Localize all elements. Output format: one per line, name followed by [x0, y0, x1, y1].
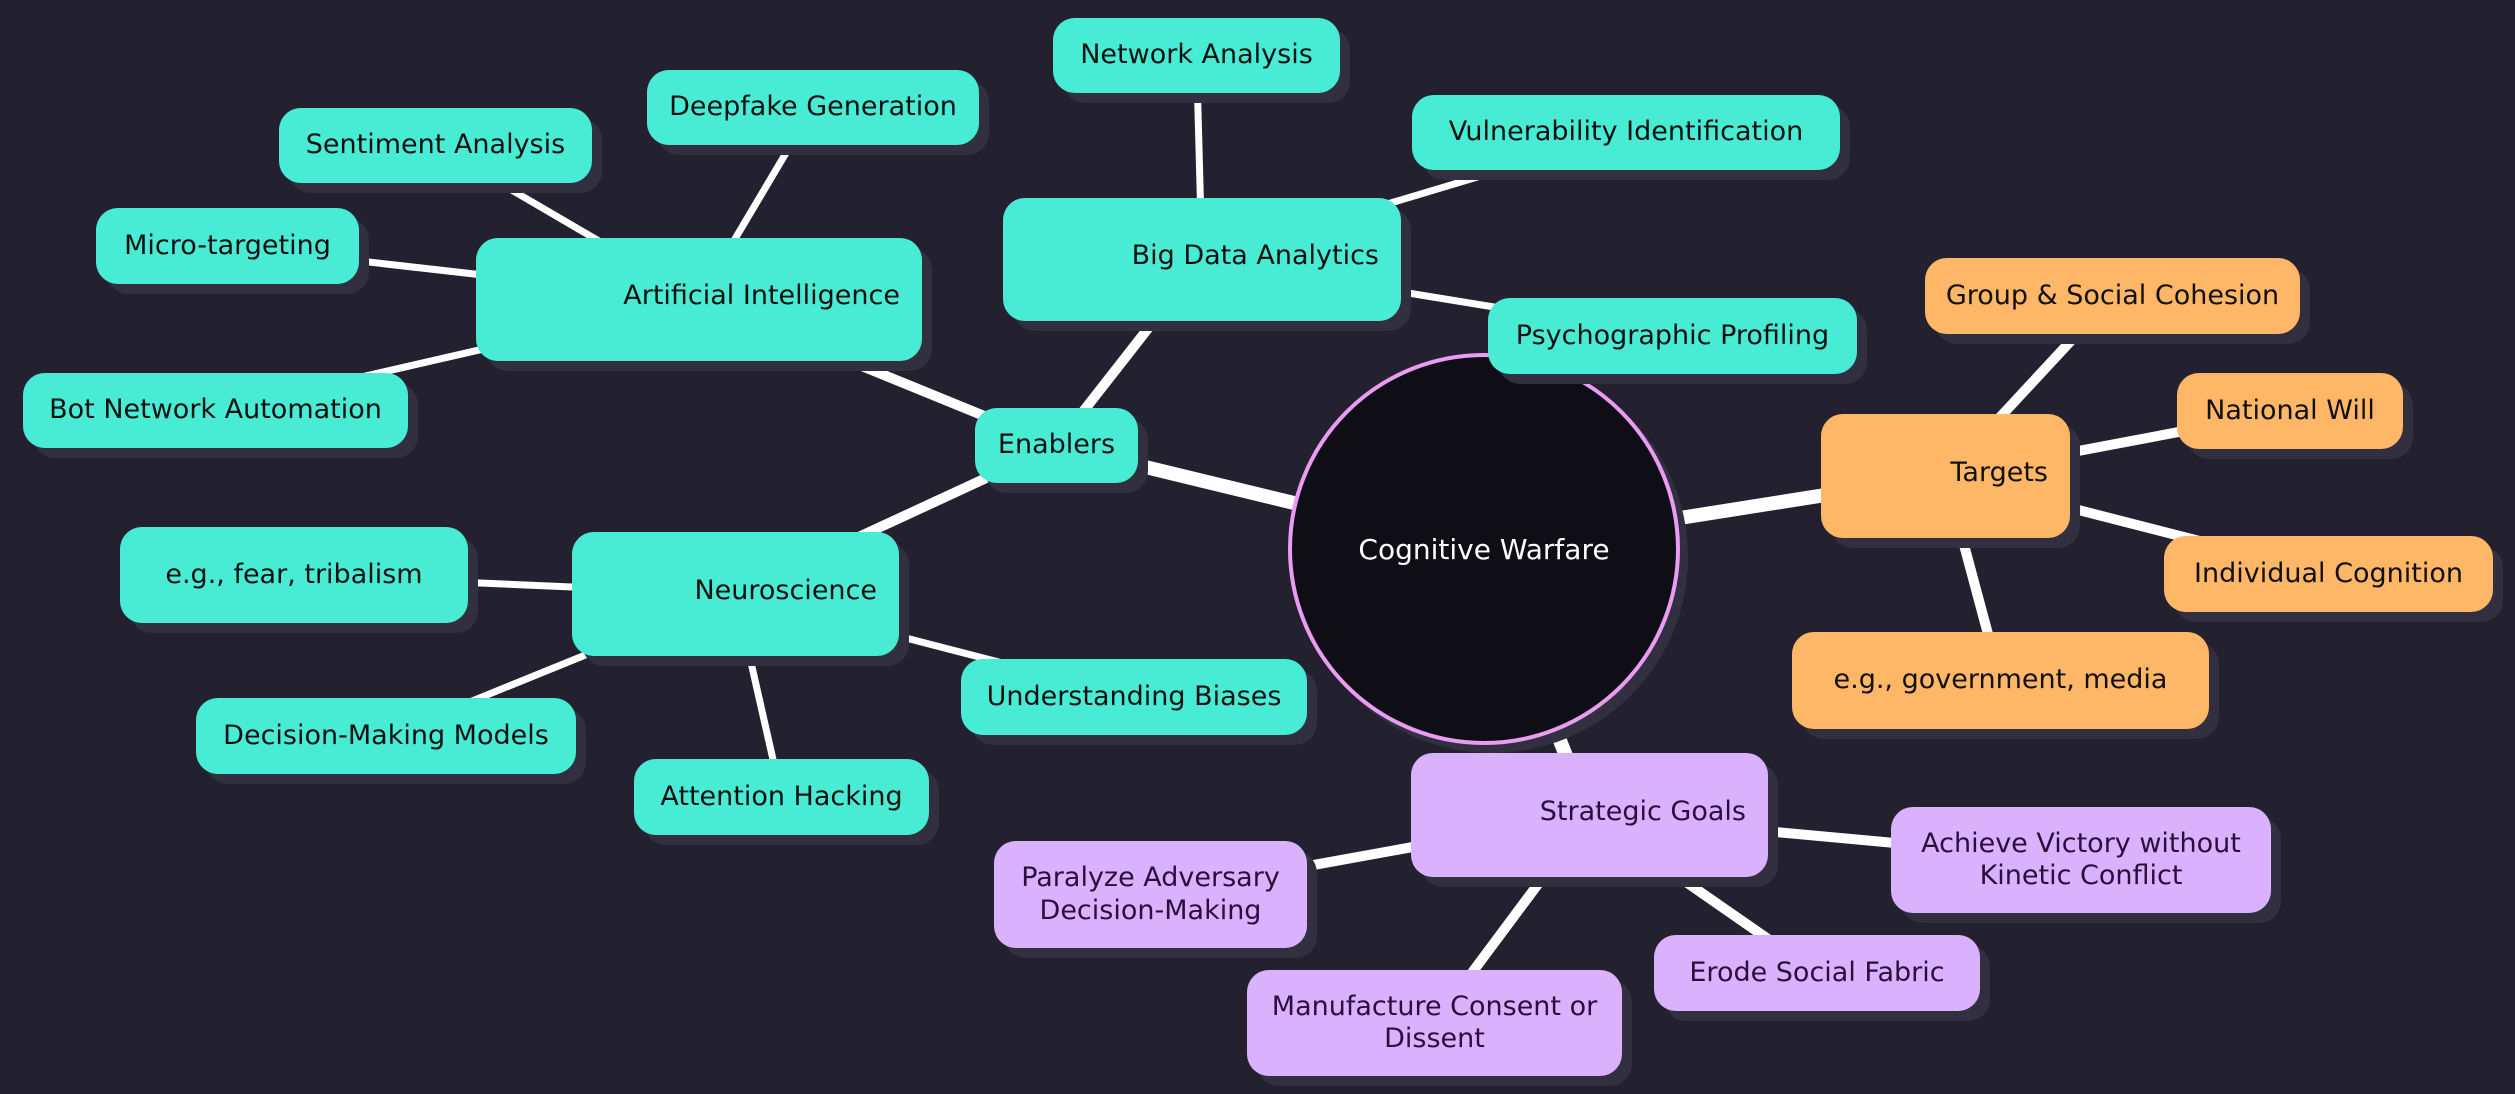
- root-label: Cognitive Warfare: [1358, 532, 1610, 566]
- node-targets[interactable]: Targets: [1821, 414, 2070, 538]
- node-understanding-biases[interactable]: Understanding Biases: [961, 659, 1307, 735]
- node-micro-targeting[interactable]: Micro-targeting: [96, 208, 359, 284]
- node-label: Attention Hacking: [660, 780, 903, 812]
- node-label: Group & Social Cohesion: [1945, 279, 2280, 311]
- node-label: Vulnerability Identification: [1448, 116, 1804, 148]
- node-group-social-cohesion[interactable]: Group & Social Cohesion: [1925, 258, 2300, 334]
- node-national-will[interactable]: National Will: [2177, 373, 2403, 449]
- node-strategic-goals[interactable]: Strategic Goals: [1411, 753, 1768, 877]
- node-label: Manufacture Consent or Dissent: [1271, 990, 1598, 1054]
- node-label: Micro-targeting: [124, 229, 331, 261]
- node-label: Targets: [1950, 456, 2048, 488]
- node-government-media[interactable]: e.g., government, media: [1792, 632, 2209, 729]
- node-label: Bot Network Automation: [49, 394, 382, 426]
- root-node-cognitive-warfare[interactable]: Cognitive Warfare: [1288, 353, 1680, 745]
- node-label: e.g., government, media: [1833, 664, 2168, 696]
- node-label: Individual Cognition: [2194, 557, 2463, 589]
- node-vulnerability-identification[interactable]: Vulnerability Identification: [1412, 95, 1840, 170]
- node-manufacture-consent[interactable]: Manufacture Consent or Dissent: [1247, 970, 1622, 1076]
- node-label: Psychographic Profiling: [1515, 319, 1830, 351]
- node-erode-social-fabric[interactable]: Erode Social Fabric: [1654, 935, 1980, 1011]
- node-fear-tribalism[interactable]: e.g., fear, tribalism: [120, 527, 468, 623]
- node-network-analysis[interactable]: Network Analysis: [1053, 18, 1340, 93]
- node-decision-making-models[interactable]: Decision-Making Models: [196, 698, 576, 774]
- node-enablers[interactable]: Enablers: [975, 408, 1138, 483]
- node-psychographic-profiling[interactable]: Psychographic Profiling: [1488, 298, 1857, 374]
- node-label: Strategic Goals: [1539, 795, 1746, 827]
- node-bot-network-automation[interactable]: Bot Network Automation: [23, 373, 408, 448]
- node-sentiment-analysis[interactable]: Sentiment Analysis: [279, 108, 592, 183]
- node-neuroscience[interactable]: Neuroscience: [572, 532, 899, 656]
- node-paralyze-adversary[interactable]: Paralyze Adversary Decision-Making: [994, 841, 1307, 948]
- node-label: Neuroscience: [694, 574, 877, 606]
- node-attention-hacking[interactable]: Attention Hacking: [634, 759, 929, 835]
- node-label: Big Data Analytics: [1131, 240, 1379, 272]
- node-label: National Will: [2205, 394, 2375, 426]
- node-label: Erode Social Fabric: [1689, 956, 1945, 988]
- node-label: Achieve Victory without Kinetic Conflict: [1921, 827, 2241, 891]
- node-label: Decision-Making Models: [223, 719, 549, 751]
- node-deepfake-generation[interactable]: Deepfake Generation: [647, 70, 979, 145]
- node-label: e.g., fear, tribalism: [165, 558, 423, 590]
- node-label: Deepfake Generation: [669, 91, 957, 123]
- node-label: Artificial Intelligence: [623, 280, 900, 312]
- node-label: Network Analysis: [1080, 39, 1313, 71]
- node-artificial-intelligence[interactable]: Artificial Intelligence: [476, 238, 922, 361]
- node-label: Understanding Biases: [986, 680, 1282, 712]
- node-label: Enablers: [997, 429, 1116, 461]
- node-big-data-analytics[interactable]: Big Data Analytics: [1003, 198, 1401, 321]
- node-individual-cognition[interactable]: Individual Cognition: [2164, 536, 2493, 612]
- node-achieve-victory[interactable]: Achieve Victory without Kinetic Conflict: [1891, 807, 2271, 913]
- node-label: Paralyze Adversary Decision-Making: [1021, 862, 1280, 926]
- node-label: Sentiment Analysis: [305, 129, 566, 161]
